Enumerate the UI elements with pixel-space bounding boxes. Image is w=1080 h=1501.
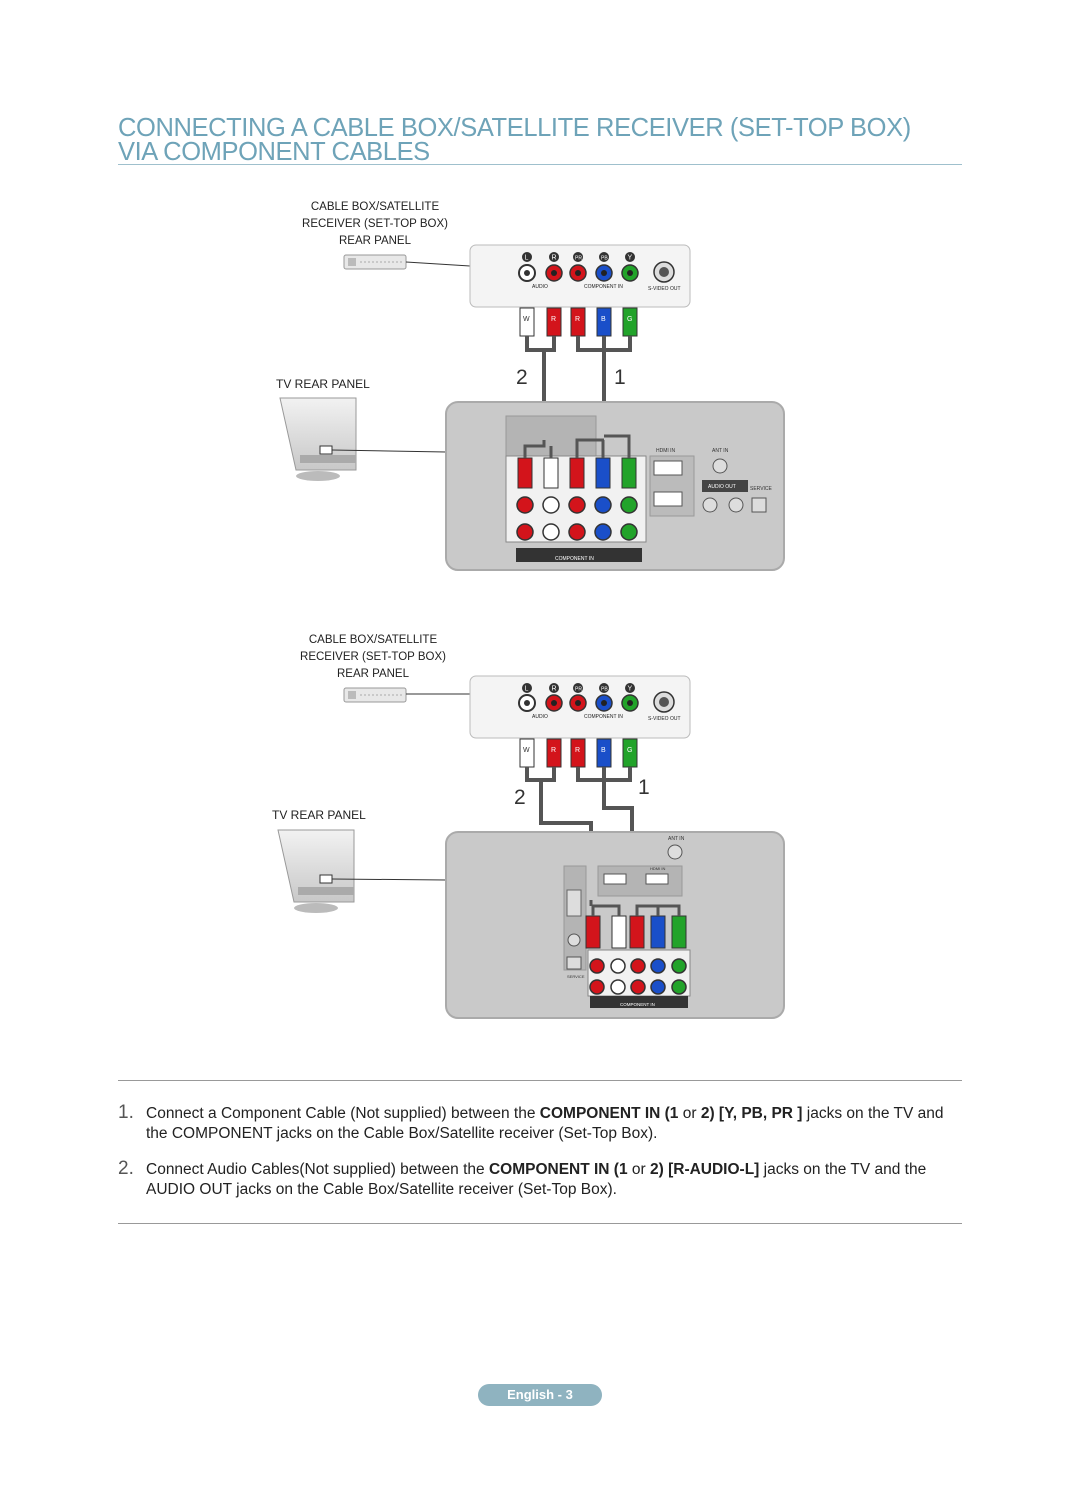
diagram2-hdmi-label: HDMI IN bbox=[650, 866, 665, 871]
step-2-text-a: Connect Audio Cables(Not supplied) betwe… bbox=[146, 1161, 489, 1178]
diagram2-tv-component-label: COMPONENT IN bbox=[620, 1002, 655, 1007]
diagram1-tv-label: TV REAR PANEL bbox=[276, 377, 370, 391]
jack-label-PB: PB bbox=[601, 256, 608, 262]
steps-bottom-divider bbox=[118, 1223, 962, 1224]
diagram1-audio-out-label: AUDIO OUT bbox=[708, 484, 736, 490]
step-2-number: 2. bbox=[118, 1158, 134, 1179]
page-title: CONNECTING A CABLE BOX/SATELLITE RECEIVE… bbox=[118, 114, 968, 166]
diagram2-audio-label: AUDIO bbox=[532, 714, 548, 720]
diagram1-settop-thumbnail bbox=[343, 254, 471, 270]
diagram1-step-1-marker: 1 bbox=[614, 366, 626, 389]
diagram1-hdmi-label: HDMI IN bbox=[656, 448, 676, 454]
diagram2-tv-label: TV REAR PANEL bbox=[272, 808, 366, 822]
title-divider bbox=[118, 164, 962, 165]
plug-letter-G: G bbox=[627, 316, 632, 323]
diagram2-tv-rear-panel: ANT IN SERVICE HDMI IN COMPONENT IN bbox=[445, 831, 785, 1019]
step-2-text: Connect Audio Cables(Not supplied) betwe… bbox=[146, 1160, 966, 1200]
step-2-text-b: COMPONENT IN (1 bbox=[488, 1161, 628, 1178]
diagram2-step-2-marker: 2 bbox=[514, 786, 526, 809]
step-2-text-e: jacks on the TV and the AUDIO OUT jacks … bbox=[146, 1161, 927, 1198]
diagram2-cables: W R R B G bbox=[519, 738, 638, 900]
diagram1-tv-rear-panel: COMPONENT IN HDMI IN ANT IN AUDIO OUT SE… bbox=[445, 401, 785, 571]
page-title-line-1: CONNECTING A CABLE BOX/SATELLITE RECEIVE… bbox=[118, 114, 911, 142]
diagram1-ant-label: ANT IN bbox=[712, 448, 729, 454]
diagram2-step-1-marker: 1 bbox=[638, 776, 650, 799]
diagram1-device-label-line-2: RECEIVER (SET-TOP BOX) bbox=[302, 218, 448, 230]
diagram2-service-label: SERVICE bbox=[567, 974, 585, 979]
diagram2-device-label-line-1: CABLE BOX/SATELLITE bbox=[308, 634, 438, 646]
step-1-number: 1. bbox=[118, 1102, 134, 1123]
diagram1-service-label: SERVICE bbox=[750, 486, 773, 492]
diagram1-step-2-marker: 2 bbox=[516, 366, 528, 389]
plug-letter-W: W bbox=[523, 747, 530, 754]
diagram1-tv-thumbnail bbox=[279, 397, 447, 481]
diagram2-device-label-line-2: RECEIVER (SET-TOP BOX) bbox=[300, 651, 446, 663]
jack-label-PR: PR bbox=[575, 256, 582, 262]
diagram2-device-label: CABLE BOX/SATELLITE RECEIVER (SET-TOP BO… bbox=[278, 632, 468, 683]
jack-label-Y: Y bbox=[628, 686, 633, 693]
plug-letter-W: W bbox=[523, 316, 530, 323]
jack-label-R: R bbox=[552, 686, 557, 693]
plug-letter-R1: R bbox=[551, 316, 556, 323]
plug-letter-R2: R bbox=[575, 316, 580, 323]
page-title-line-2: VIA COMPONENT CABLES bbox=[118, 138, 430, 166]
step-1-text-e: jacks on the TV and the COMPONENT jacks … bbox=[146, 1105, 944, 1142]
step-1-text-c: or bbox=[678, 1105, 701, 1122]
plug-letter-G: G bbox=[627, 747, 632, 754]
diagram2-settop-thumbnail bbox=[343, 687, 470, 703]
diagram1-settop-rear-panel: L R PR PB Y AUDIO COMPONENT IN S-VIDEO O… bbox=[469, 244, 691, 308]
jack-label-L: L bbox=[525, 686, 529, 693]
diagram2-device-label-line-3: REAR PANEL bbox=[336, 668, 409, 680]
step-1-text-d: 2) [Y, PB, PR ] bbox=[700, 1105, 803, 1122]
diagram1-device-label: CABLE BOX/SATELLITE RECEIVER (SET-TOP BO… bbox=[280, 199, 470, 250]
plug-letter-B: B bbox=[601, 747, 606, 754]
diagram1-svideo-label: S-VIDEO OUT bbox=[648, 286, 681, 292]
jack-label-PB: PB bbox=[601, 687, 608, 693]
diagram1-device-label-line-3: REAR PANEL bbox=[338, 235, 411, 247]
jack-label-R: R bbox=[552, 255, 557, 262]
page-footer-badge: English - 3 bbox=[478, 1384, 602, 1406]
diagram2-settop-rear-panel: L R PR PB Y AUDIO COMPONENT IN S-VIDEO O… bbox=[469, 675, 691, 739]
diagram1-audio-label: AUDIO bbox=[532, 284, 548, 290]
jack-label-Y: Y bbox=[628, 255, 633, 262]
diagram1-component-in-label: COMPONENT IN bbox=[584, 284, 623, 290]
steps-top-divider bbox=[118, 1080, 962, 1081]
step-2-text-c: or bbox=[627, 1161, 650, 1178]
step-1-text: Connect a Component Cable (Not supplied)… bbox=[146, 1104, 966, 1144]
jack-label-PR: PR bbox=[575, 687, 582, 693]
step-1-text-b: COMPONENT IN (1 bbox=[539, 1105, 679, 1122]
diagram2-tv-thumbnail bbox=[277, 829, 447, 913]
step-2-text-d: 2) [R-AUDIO-L] bbox=[650, 1161, 760, 1178]
plug-letter-R2: R bbox=[575, 747, 580, 754]
diagram1-cables: W R R B G bbox=[519, 307, 638, 440]
plug-letter-R1: R bbox=[551, 747, 556, 754]
diagram2-component-in-label: COMPONENT IN bbox=[584, 714, 623, 720]
diagram2-svideo-label: S-VIDEO OUT bbox=[648, 716, 681, 722]
diagram1-device-label-line-1: CABLE BOX/SATELLITE bbox=[310, 201, 440, 213]
diagram2-ant-label: ANT IN bbox=[668, 836, 685, 842]
diagram1-tv-component-label: COMPONENT IN bbox=[555, 556, 594, 562]
plug-letter-B: B bbox=[601, 316, 606, 323]
jack-label-L: L bbox=[525, 255, 529, 262]
step-1-text-a: Connect a Component Cable (Not supplied)… bbox=[146, 1105, 540, 1122]
